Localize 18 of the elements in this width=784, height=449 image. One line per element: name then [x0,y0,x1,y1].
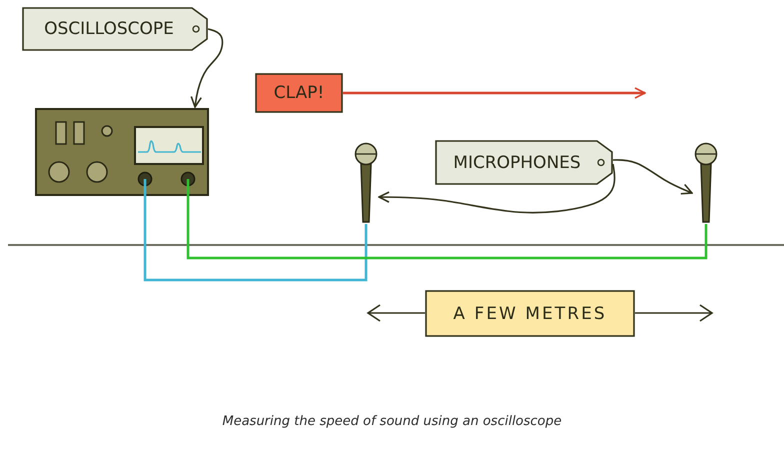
leader-line [613,159,693,195]
callout-box [255,73,343,113]
name-tag [22,7,208,51]
leader-line [190,28,224,108]
microphone-drawing [694,142,718,224]
arrow [343,87,646,99]
leader-line [378,164,616,214]
cable [186,196,708,260]
tag-label: OSCILLOSCOPE [44,19,174,39]
callout-label: CLAP! [274,83,324,103]
oscilloscope-drawing [35,108,209,196]
caption: Measuring the speed of sound using an oscilloscope [222,414,562,429]
name-tag [435,140,613,185]
measurement-label: A FEW METRES [453,304,607,324]
cable [144,196,368,282]
measurement-box [425,290,635,337]
microphone-drawing [354,142,378,224]
tag-label: MICROPHONES [453,152,581,172]
